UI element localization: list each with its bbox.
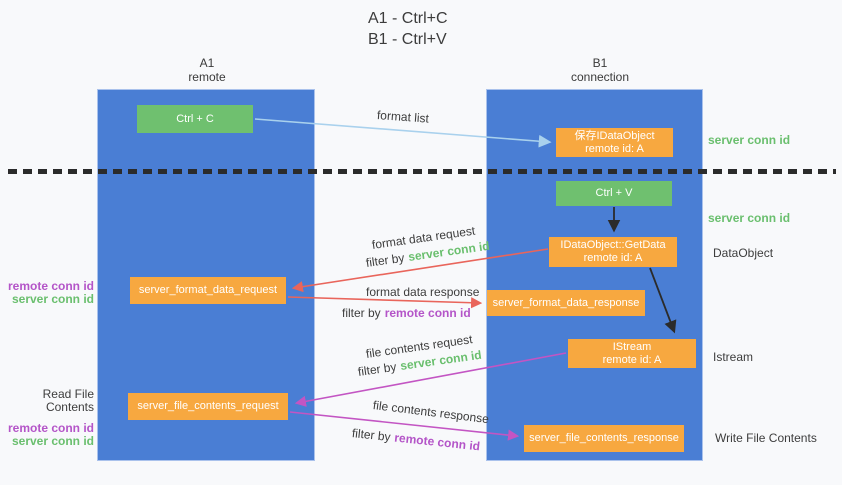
left-bottom-labels: Read File Contents remote conn id server…: [0, 388, 94, 448]
server-format-data-response-label: server_format_data_response: [492, 296, 640, 309]
left-remote-conn-id-mid-label: remote conn id: [7, 279, 94, 293]
istream-node: IStream remote id: A: [568, 339, 696, 368]
format-list-label: format list: [376, 108, 430, 126]
server-file-contents-response-node: server_file_contents_response: [524, 425, 684, 452]
read-file-contents-label: Read File Contents: [42, 387, 94, 414]
filter-by-text: filter by: [351, 426, 392, 445]
save-idataobject-line1: 保存IDataObject: [574, 129, 655, 142]
lane-header-left: A1 remote: [157, 56, 257, 84]
ctrl-c-node: Ctrl + C: [137, 105, 253, 133]
filter-by-text: filter by: [342, 306, 381, 320]
diagram-title: A1 - Ctrl+C B1 - Ctrl+V: [368, 8, 448, 50]
write-file-contents-label: Write File Contents: [715, 431, 817, 445]
right-server-conn-id-mid-label: server conn id: [708, 211, 791, 225]
right-server-conn-id-top-label: server conn id: [708, 133, 791, 147]
istream-side-label: Istream: [713, 350, 754, 364]
idataobject-getdata-line1: IDataObject::GetData: [560, 239, 666, 251]
ctrl-v-label: Ctrl + V: [595, 187, 633, 199]
server-format-data-request-label: server_format_data_request: [138, 284, 278, 296]
left-remote-conn-id-bottom-label: remote conn id: [7, 421, 94, 435]
format-data-response-label: format data response: [366, 285, 480, 299]
lane-right-name: B1: [592, 56, 608, 70]
server-format-data-request-node: server_format_data_request: [130, 277, 286, 304]
ctrl-c-label: Ctrl + C: [176, 112, 214, 125]
left-mid-conn-id-labels: remote conn id server conn id: [0, 280, 94, 306]
filter-by-text: filter by: [357, 359, 398, 379]
remote-conn-id-text: remote conn id: [384, 306, 471, 320]
istream-line1: IStream: [612, 340, 652, 353]
server-file-contents-response-label: server_file_contents_response: [529, 432, 679, 444]
lane-header-right: B1 connection: [550, 56, 650, 84]
idataobject-getdata-node: IDataObject::GetData remote id: A: [549, 237, 677, 267]
file-contents-response-label: file contents response: [372, 398, 490, 427]
filter-by-text: filter by: [365, 250, 406, 270]
idataobject-getdata-line2: remote id: A: [583, 252, 643, 264]
lane-left-role: remote: [188, 70, 226, 84]
istream-line2: remote id: A: [602, 353, 662, 366]
remote-conn-id-text: remote conn id: [393, 430, 481, 454]
title-line-2: B1 - Ctrl+V: [368, 31, 447, 48]
save-idataobject-node: 保存IDataObject remote id: A: [556, 128, 673, 157]
server-file-contents-request-node: server_file_contents_request: [128, 393, 288, 420]
ctrl-v-node: Ctrl + V: [556, 181, 672, 206]
dotted-divider-line: [8, 169, 836, 174]
server-format-data-response-node: server_format_data_response: [487, 290, 645, 316]
save-idataobject-line2: remote id: A: [585, 142, 644, 155]
left-server-conn-id-bottom-label: server conn id: [11, 434, 94, 448]
lane-right-role: connection: [570, 70, 630, 84]
dataobject-label: DataObject: [713, 246, 774, 260]
lane-left-name: A1: [199, 56, 215, 70]
server-file-contents-request-label: server_file_contents_request: [137, 400, 279, 412]
left-server-conn-id-mid-label: server conn id: [11, 292, 94, 306]
title-line-1: A1 - Ctrl+C: [368, 10, 448, 27]
